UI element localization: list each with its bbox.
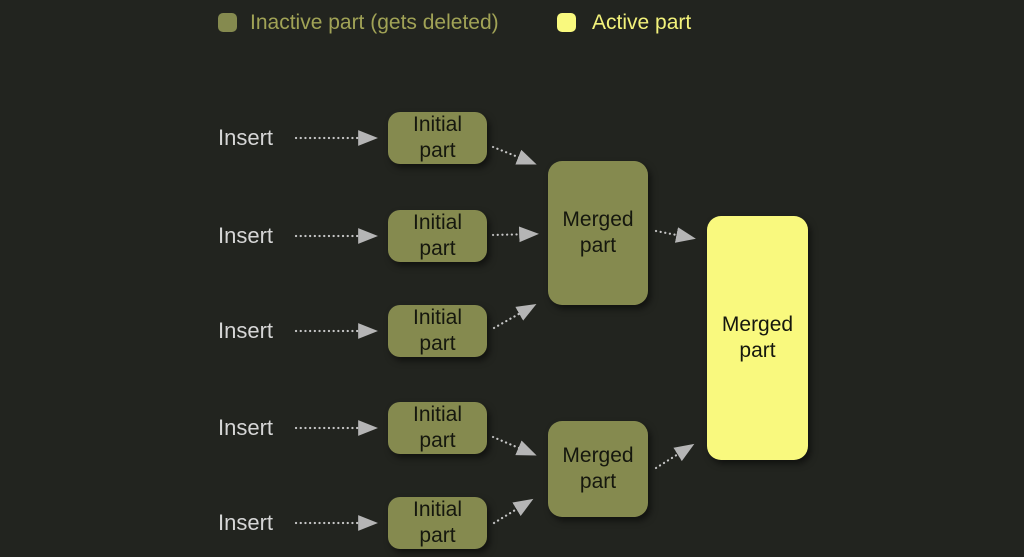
legend-inactive-label: Inactive part (gets deleted) <box>250 11 499 34</box>
arrow-initial4-to-merged2 <box>491 435 537 456</box>
arrow-initial1-to-merged1 <box>491 145 537 165</box>
initial-part-box-1: Initial part <box>388 112 487 164</box>
legend-inactive-swatch <box>218 13 237 32</box>
arrow-initial3-to-merged1 <box>492 304 537 330</box>
legend-active-label: Active part <box>592 11 692 34</box>
arrow-initial2-to-merged1 <box>491 226 539 243</box>
initial-part-box-3: Initial part <box>388 305 487 357</box>
merged-part-box-bottom: Merged part <box>548 421 648 517</box>
arrow-initial5-to-merged2 <box>492 498 534 525</box>
legend-active-swatch <box>557 13 576 32</box>
arrow-merged1-to-final <box>654 227 696 243</box>
insert-label-2: Insert <box>218 223 274 248</box>
initial-part-box-4: Initial part <box>388 402 487 454</box>
initial-part-box-2: Initial part <box>388 210 487 262</box>
arrow-merged2-to-final <box>654 443 695 470</box>
initial-part-box-5: Initial part <box>388 497 487 549</box>
active-merged-part-box: Merged part <box>707 216 808 460</box>
insert-label-1: Insert <box>218 125 274 150</box>
insert-label-3: Insert <box>218 318 274 343</box>
insert-label-5: Insert <box>218 510 274 535</box>
insert-label-4: Insert <box>218 415 274 440</box>
merged-part-box-top: Merged part <box>548 161 648 305</box>
